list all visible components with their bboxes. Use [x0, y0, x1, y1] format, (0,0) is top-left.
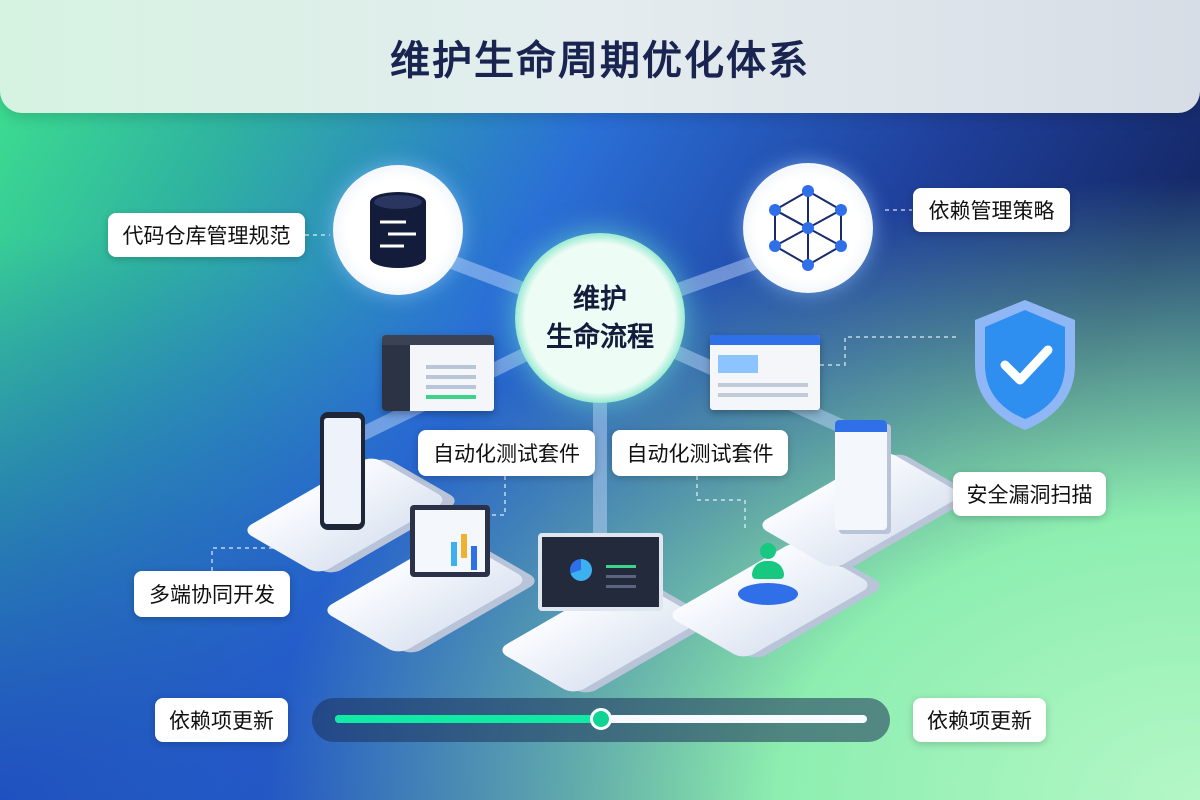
center-line1: 维护 — [573, 284, 627, 314]
dashboard-window-left — [382, 335, 494, 411]
label-update-left: 依赖项更新 — [155, 698, 288, 742]
title-bar: 维护生命周期优化体系 — [0, 0, 1200, 113]
label-test-1: 自动化测试套件 — [418, 430, 595, 476]
label-update-right: 依赖项更新 — [913, 698, 1046, 742]
page-title: 维护生命周期优化体系 — [390, 38, 810, 83]
phone-icon — [320, 412, 365, 530]
progress-slider[interactable] — [312, 698, 890, 742]
label-repo: 代码仓库管理规范 — [108, 213, 305, 257]
monitor-icon — [538, 533, 663, 611]
label-multi: 多端协同开发 — [134, 571, 290, 617]
center-line2: 生命流程 — [546, 322, 654, 352]
shield-icon — [970, 295, 1080, 435]
center-node: 维护生命流程 — [515, 233, 685, 403]
laptop-icon — [410, 505, 490, 577]
label-security: 安全漏洞扫描 — [953, 472, 1106, 516]
dashboard-window-right — [710, 335, 820, 410]
label-deps: 依赖管理策略 — [913, 188, 1070, 232]
label-test-2: 自动化测试套件 — [612, 430, 788, 476]
network-icon — [769, 185, 847, 271]
document-icon — [835, 420, 887, 530]
slider-handle[interactable] — [590, 708, 612, 730]
network-node — [743, 163, 873, 293]
user-icon — [738, 525, 798, 605]
database-node — [333, 165, 463, 295]
slider-track[interactable] — [335, 708, 867, 730]
slider-fill — [335, 715, 601, 723]
database-icon — [370, 192, 426, 268]
